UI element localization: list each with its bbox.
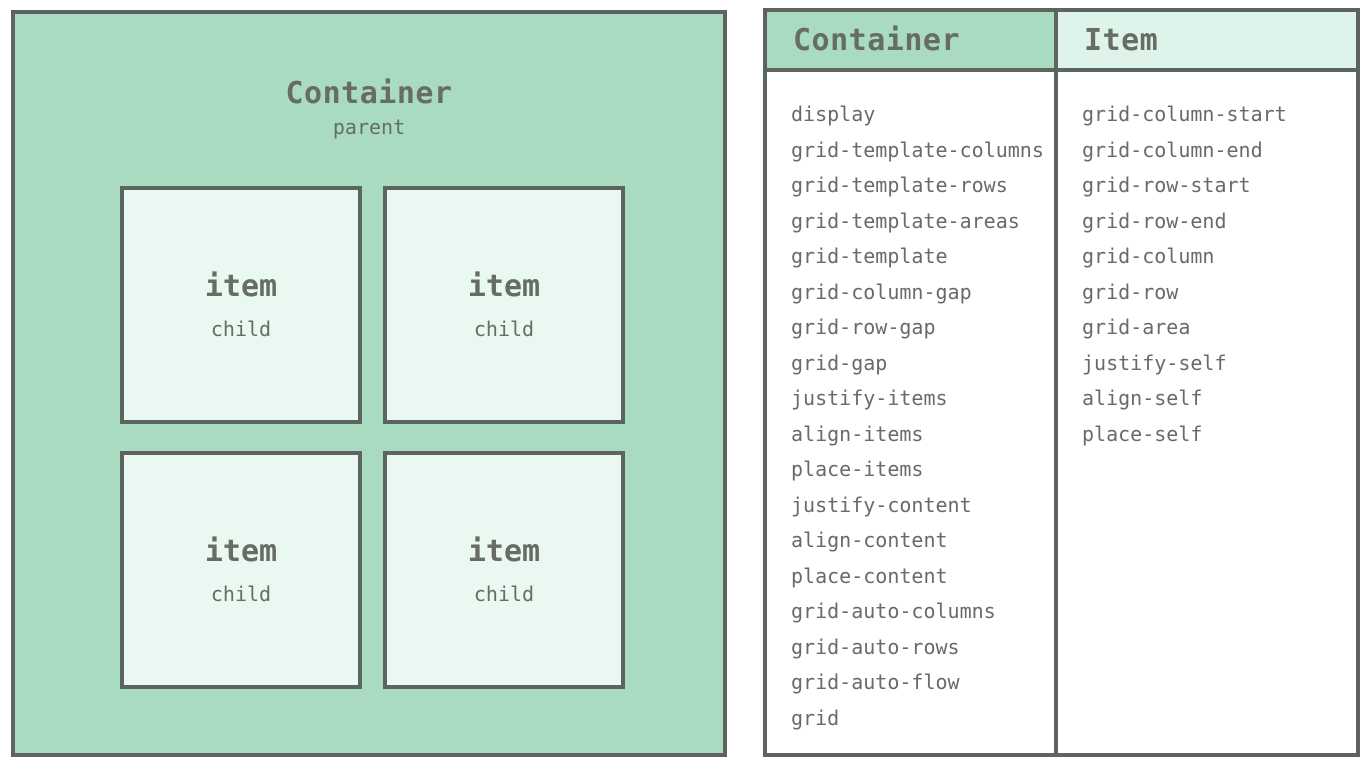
property-name: display [791,102,876,126]
property-name: grid-column-start [1082,102,1287,126]
property-name: place-self [1082,421,1203,446]
container-subtitle: parent [332,115,406,139]
property-name: grid-template [791,244,948,268]
property-name: grid-row [1082,279,1179,304]
property-name: grid-row-gap [791,315,936,339]
property-name: grid-template-columns [791,137,1044,162]
item-subtitle: child [473,582,535,606]
item-title: item [467,269,541,304]
item-subtitle: child [210,317,272,341]
item-subtitle: child [210,582,272,606]
item-subtitle: child [473,317,535,341]
property-name: justify-items [791,386,948,410]
grid-item-box: item child [383,451,625,689]
item-title: item [467,534,541,569]
property-name: grid-template-areas [791,208,1020,233]
property-name: grid-auto-columns [791,599,996,623]
grid-item-box: item child [120,186,362,424]
property-name: grid-column [1082,244,1215,268]
property-name: justify-content [791,492,972,517]
grid-item-box: item child [383,186,625,424]
property-name: grid-column-gap [791,279,972,304]
property-name: grid [791,705,840,730]
grid-container-diagram: Container parent item child item child i… [11,10,727,757]
property-name: grid-area [1082,315,1191,339]
container-properties-column: Container display grid-template-columns gr… [767,12,1058,753]
grid-properties-table: Container display grid-template-columns gr… [763,8,1360,757]
property-name: grid-column-end [1082,137,1263,162]
table-header-container: Container [767,12,1054,72]
property-name: place-items [791,457,924,481]
property-name: place-content [791,563,948,588]
item-title: item [204,269,278,304]
property-name: grid-auto-rows [791,634,960,659]
property-name: grid-template-rows [791,173,1008,197]
container-title: Container [285,76,453,111]
table-header-item: Item [1058,12,1356,72]
property-name: grid-row-start [1082,173,1251,197]
property-name: grid-row-end [1082,208,1227,233]
container-properties-list: display grid-template-columns grid-templat… [767,72,1054,753]
property-name: grid-auto-flow [791,670,960,694]
item-properties-list: grid-column-start grid-column-end grid-row… [1058,72,1356,753]
property-name: align-self [1082,386,1203,410]
grid-item-box: item child [120,451,362,689]
property-name: grid-gap [791,350,888,375]
property-name: align-items [791,421,924,446]
property-name: justify-self [1082,350,1227,375]
property-name: align-content [791,528,948,552]
item-title: item [204,534,278,569]
